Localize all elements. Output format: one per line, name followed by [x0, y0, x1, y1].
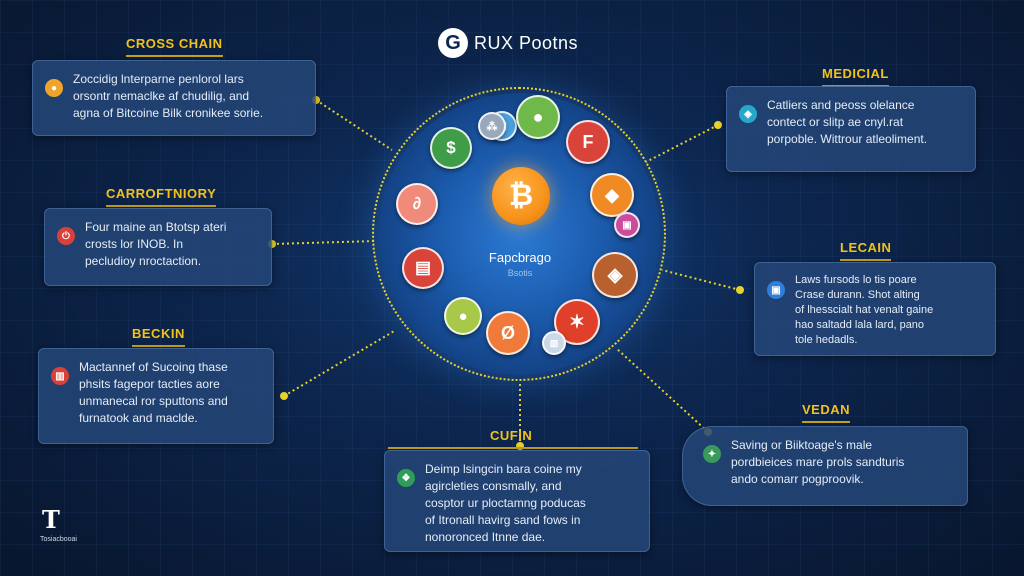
- lime-coin-icon: ●: [444, 297, 482, 335]
- card-line: of Itronall havirg sand fows in: [425, 513, 581, 527]
- card-cross-chain: ● Zoccidig lnterparne penlorol lars orso…: [32, 60, 316, 136]
- heading-cufin: CUFIN: [490, 428, 533, 443]
- dots-coin-icon: ⁂: [478, 112, 506, 140]
- connector-line: [283, 329, 397, 397]
- card-carroftniory: ⏻ Four maine an Btotsp ateri crosts lor …: [44, 208, 272, 286]
- orange-coin-icon: ◆: [590, 173, 634, 217]
- connector-line: [271, 240, 377, 245]
- card-line: Saving or Biiktoage's male: [731, 438, 873, 452]
- heading-cross-chain: CROSS CHAIN: [126, 36, 223, 57]
- flag-coin-icon: F: [566, 120, 610, 164]
- card-line: Mactannef of Sucoing thase: [79, 360, 228, 374]
- heading-underline: [388, 447, 638, 449]
- connector-dot: [280, 392, 288, 400]
- card-line: of lhesscialt hat venalt gaine: [795, 304, 934, 316]
- title-text: RUX Pootns: [474, 32, 579, 53]
- orange2-coin-icon: Ø: [486, 311, 530, 355]
- shield-icon: ◈: [739, 105, 757, 123]
- connector-dot: [714, 121, 722, 129]
- card-line: phsits fagepor tacties aore: [79, 377, 220, 391]
- bitcoin-icon: ₿: [492, 167, 550, 225]
- card-beckin: ▥ Mactannef of Sucoing thase phsits fage…: [38, 348, 274, 444]
- card-line: orsontr nemaclke af chudilig, and: [73, 89, 250, 103]
- hub-sublabel: Bsotis: [507, 268, 533, 278]
- card-line: hao saltadd lala lard, pano: [795, 319, 925, 331]
- card-line: Laws fursods lo tis poare: [795, 274, 917, 286]
- map-coin-icon: ▤: [402, 247, 444, 289]
- card-vedan: ✦ Saving or Biiktoage's male pordbieices…: [682, 426, 968, 506]
- leaf-icon: ❖: [397, 469, 415, 487]
- connector-line: [615, 347, 709, 433]
- rux-logo-icon: G: [438, 28, 468, 58]
- brand-caption: Tosiacbooai: [40, 536, 77, 543]
- card-line: pordbieices mare prols sandturis: [731, 455, 905, 469]
- heading-beckin: BECKIN: [132, 326, 185, 347]
- connector-line: [645, 124, 719, 163]
- card-line: crosts lor INOB. In: [85, 237, 184, 251]
- brand-block: T Tosiacbooai: [40, 505, 100, 544]
- card-line: agircleties consmally, and: [425, 479, 562, 493]
- card-line: unmanecal ror sputtons and: [79, 394, 228, 408]
- coin-icon: ●: [45, 79, 63, 97]
- brand-logo-icon: T: [42, 505, 60, 534]
- card-line: agna of Bitcoine Bilk cronikee sorie.: [73, 106, 264, 120]
- chart-icon: ▥: [51, 367, 69, 385]
- connector-line: [315, 99, 393, 151]
- connector-dot: [736, 286, 744, 294]
- fire-coin-icon: ✶: [554, 299, 600, 345]
- card-cufin: ❖ Deimp lsingcin bara coine my agircleti…: [384, 450, 650, 552]
- card-line: ando comarr pogproovik.: [731, 472, 864, 486]
- card-line: tole hedadls.: [795, 334, 858, 346]
- lock-icon: ▣: [767, 281, 785, 299]
- card-line: Crase durann. Shot alting: [795, 289, 920, 301]
- card-medicial: ◈ Catliers and peoss olelance contect or…: [726, 86, 976, 172]
- connector-line: [661, 269, 741, 291]
- green-coin-icon: ●: [516, 95, 560, 139]
- heading-vedan: VEDAN: [802, 402, 851, 423]
- card-line: furnatook and maclde.: [79, 411, 198, 425]
- tower-coin-icon: ▥: [542, 331, 566, 355]
- cube-coin-icon: ▣: [614, 212, 640, 238]
- cash-coin-icon: $: [430, 127, 472, 169]
- hub-dotted-ring: [372, 87, 666, 381]
- card-line: Catliers and peoss olelance: [767, 98, 915, 112]
- card-line: porpoble. Wittrour atleoliment.: [767, 132, 928, 146]
- swirl-coin-icon: ∂: [396, 183, 438, 225]
- card-line: cosptor ur ploctamng poducas: [425, 496, 586, 510]
- card-line: Four maine an Btotsp ateri: [85, 220, 227, 234]
- heading-carroftniory: CARROFTNIORY: [106, 186, 217, 207]
- power-icon: ⏻: [57, 227, 75, 245]
- heading-lecain: LECAIN: [840, 240, 892, 261]
- card-line: Deimp lsingcin bara coine my: [425, 462, 582, 476]
- page-title: G RUX Pootns: [438, 26, 578, 60]
- card-lecain: ▣ Laws fursods lo tis poare Crase durann…: [754, 262, 996, 356]
- heading-medicial: MEDICIAL: [822, 66, 889, 87]
- card-line: contect or slitp ae cnyl.rat: [767, 115, 904, 129]
- ribbon-coin-icon: ◈: [592, 252, 638, 298]
- card-line: pecludioy nroctaction.: [85, 254, 202, 268]
- card-line: Zoccidig lnterparne penlorol lars: [73, 72, 244, 86]
- globe-icon: ✦: [703, 445, 721, 463]
- card-line: nonoronced Itnne dae.: [425, 530, 546, 544]
- hub-label: Fapcbrago: [488, 250, 552, 265]
